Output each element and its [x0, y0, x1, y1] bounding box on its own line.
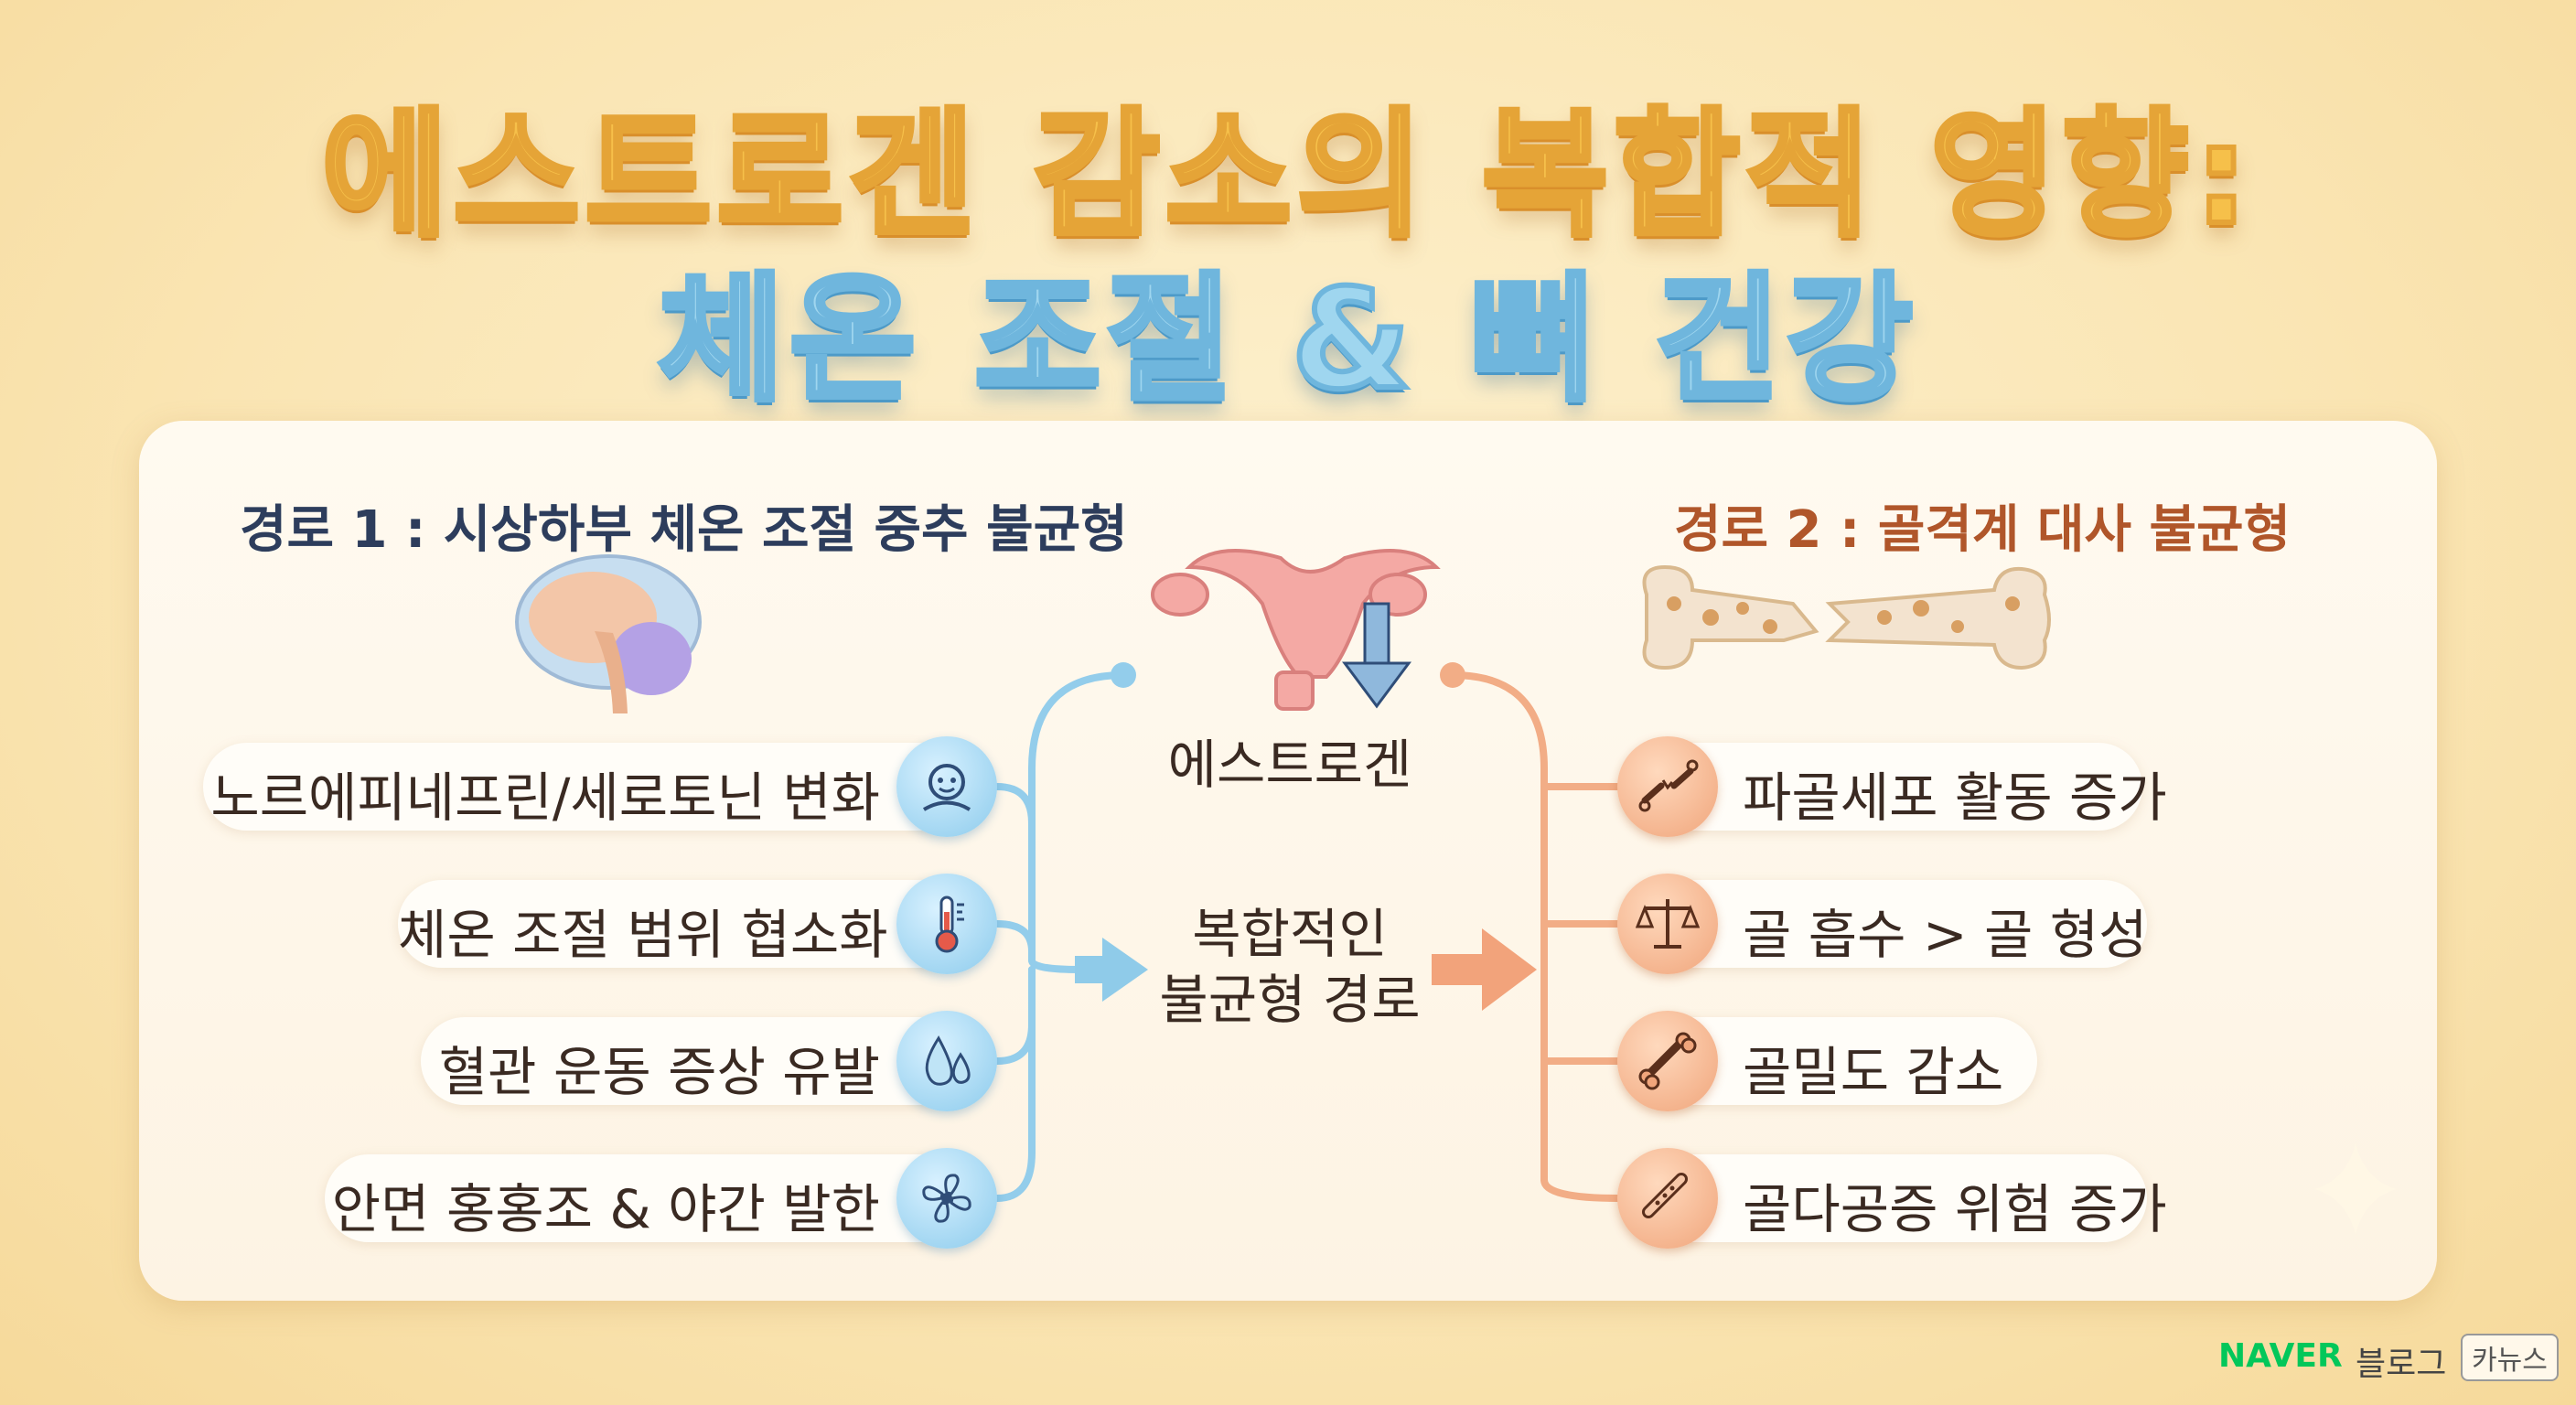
center-pathway-line2: 불균형 경로 — [1159, 969, 1421, 1031]
sparkle-icon — [2314, 1143, 2397, 1235]
blog-label: 블로그 — [2356, 1346, 2447, 1383]
bone-icon — [1617, 1011, 1718, 1111]
right-arrow-icon — [1482, 928, 1537, 1011]
decrease-arrow-icon — [1342, 602, 1411, 709]
neurotransmitter-face-icon — [896, 736, 997, 837]
right-item-1-label: 파골세포 활동 증가 — [1743, 767, 2167, 829]
naver-brand: NAVER — [2218, 1337, 2343, 1375]
left-item-2-label: 체온 조절 범위 협소화 — [398, 904, 888, 966]
fan-icon — [896, 1148, 997, 1249]
broken-bone-illustration — [1642, 564, 2051, 670]
left-path-heading: 경로 1 : 시상하부 체온 조절 중추 불균형 — [240, 500, 1128, 560]
left-connector-top — [1028, 671, 1127, 964]
main-title-line2: 체온 조절 & 뼈 건강 — [655, 258, 1918, 423]
brain-icon — [515, 554, 702, 713]
left-item-1-label: 노르에피네프린/세로토닌 변화 — [210, 767, 880, 829]
left-arrow-icon — [1102, 938, 1148, 1002]
right-path-heading: 경로 2 : 골격계 대사 불균형 — [1674, 500, 2292, 560]
main-title-line1: 에스트로겐 감소의 복합적 영향: — [319, 93, 2255, 258]
water-drops-icon — [896, 1011, 997, 1111]
left-item-3-pill — [421, 1017, 962, 1105]
center-pathway-line1: 복합적인 — [1192, 903, 1388, 965]
thermometer-icon — [896, 874, 997, 974]
left-item-2-pill — [398, 880, 962, 968]
right-item-4-label: 골다공증 위험 증가 — [1743, 1178, 2167, 1240]
right-item-3-label: 골밀도 감소 — [1743, 1041, 2004, 1103]
broken-bone-icon — [1617, 736, 1718, 837]
balance-scale-icon — [1617, 874, 1718, 974]
uterus-icon — [1151, 549, 1441, 711]
porous-bone-icon — [1617, 1148, 1718, 1249]
left-item-4-label: 안면 홍홍조 & 야간 발한 — [331, 1178, 880, 1240]
center-hormone-label: 에스트로겐 — [1167, 734, 1412, 796]
right-connector-dot — [1440, 662, 1465, 688]
left-item-4-pill — [325, 1154, 962, 1242]
left-item-3-label: 혈관 운동 증상 유발 — [438, 1041, 880, 1103]
left-connector-dot — [1111, 662, 1136, 688]
left-item-1-pill — [203, 743, 962, 831]
right-item-2-label: 골 흡수 > 골 형성 — [1743, 904, 2148, 966]
source-tag: 카뉴스 — [2461, 1334, 2559, 1381]
